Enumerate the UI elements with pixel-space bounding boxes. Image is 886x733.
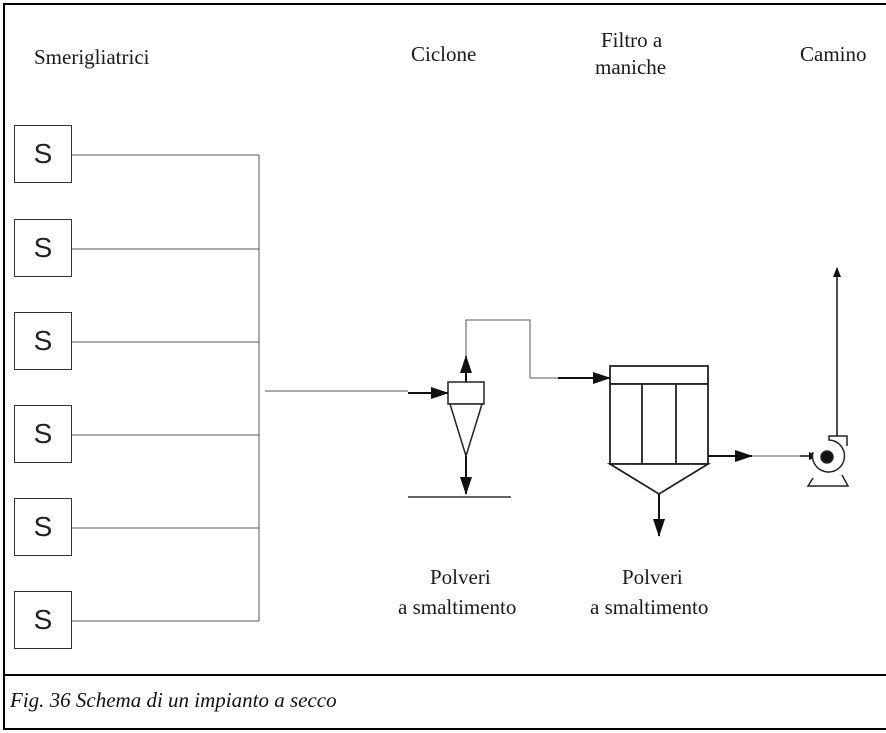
header-filter-line1: Filtro a [601,28,663,52]
cyclone-icon [447,381,485,459]
grinder-box-5: S [14,498,72,556]
grinder-box-6: S [14,591,72,649]
grinder-box-1: S [14,125,72,183]
bag-filter-icon [606,365,712,496]
grinder-box-2: S [14,219,72,277]
header-grinders: Smerigliatrici [34,45,150,69]
header-stack: Camino [800,42,867,66]
grinder-box-4: S [14,405,72,463]
cyclone-to-filter-duct [465,319,560,379]
figure-frame [3,3,886,730]
filter-dust-label-line2: a smaltimento [590,595,709,619]
grinder-ducts [72,154,408,622]
caption-divider [3,674,886,676]
figure-caption: Fig. 36 Schema di un impianto a secco [10,688,337,712]
filter-dust-label-line1: Polveri [622,565,683,589]
grinder-box-3: S [14,312,72,370]
cyclone-dust-label-line1: Polveri [430,565,491,589]
header-cyclone: Ciclone [411,42,477,66]
cyclone-dust-label-line2: a smaltimento [398,595,517,619]
fan-icon [806,435,850,487]
header-filter-line2: maniche [595,55,667,79]
